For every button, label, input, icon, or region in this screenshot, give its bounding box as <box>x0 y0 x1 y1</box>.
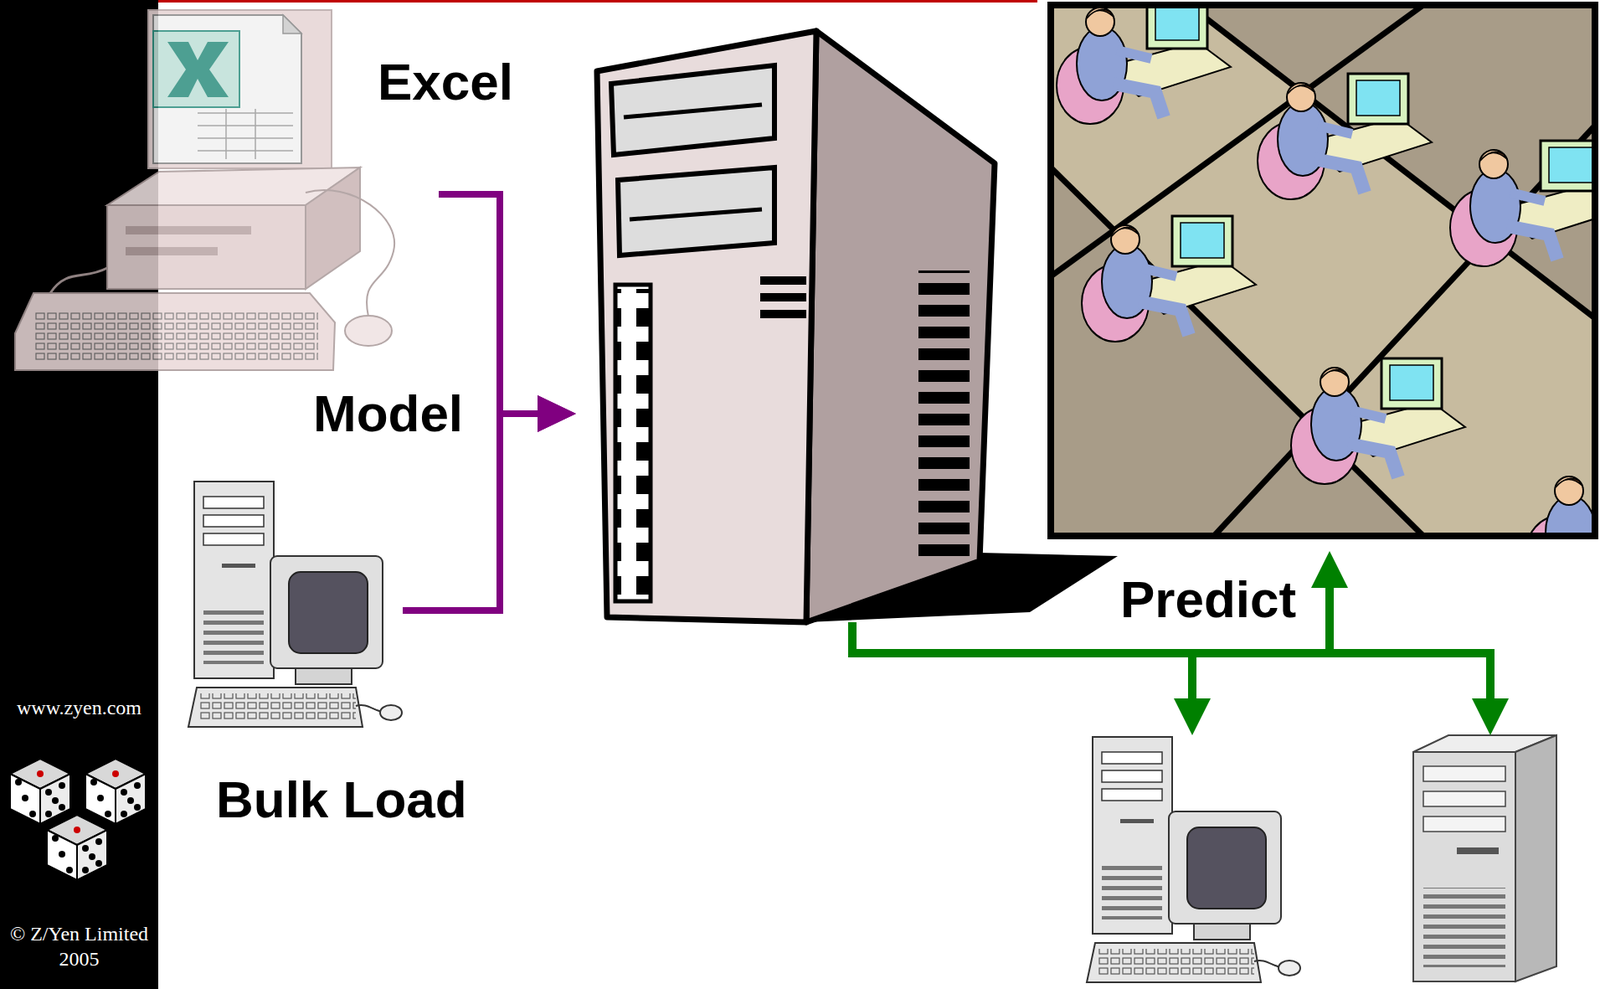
connector-line <box>402 413 538 611</box>
node-label: Excel <box>377 56 514 109</box>
side-band <box>0 0 159 989</box>
bulk-load-pc-picture <box>188 481 402 727</box>
arrow-head <box>537 395 577 433</box>
edge-label: Predict <box>1120 573 1297 626</box>
client-server-picture <box>1413 735 1557 982</box>
flow-connector <box>852 622 1211 736</box>
connector-line <box>852 622 1193 699</box>
office-users <box>1048 5 1595 551</box>
excel-computer-picture <box>15 10 395 371</box>
top-rule <box>158 0 1038 3</box>
arrow-head <box>1173 698 1211 736</box>
office-picture <box>1050 0 1600 593</box>
client-server <box>1413 735 1557 983</box>
dice-logo <box>10 758 146 880</box>
arrow-head <box>1471 698 1509 736</box>
connector-line <box>438 194 538 414</box>
client-pc-picture <box>1086 736 1301 983</box>
flow-connector <box>852 550 1348 654</box>
footer-text: www.zyen.com <box>0 694 159 721</box>
arrow-head <box>1311 550 1348 588</box>
connector-line <box>852 622 1491 699</box>
arrow-head <box>537 395 577 433</box>
node-label: Bulk Load <box>216 773 468 826</box>
edge-label: Model <box>313 387 464 440</box>
model-server <box>576 30 995 623</box>
footer-text: © Z/Yen Limited 2005 <box>0 920 159 972</box>
excel-computer: Excel <box>10 10 439 378</box>
bulk-load-computer: Bulk Load <box>188 479 403 730</box>
client-pc <box>1086 735 1302 983</box>
flow-connector <box>852 622 1509 736</box>
server-picture <box>596 30 1118 623</box>
